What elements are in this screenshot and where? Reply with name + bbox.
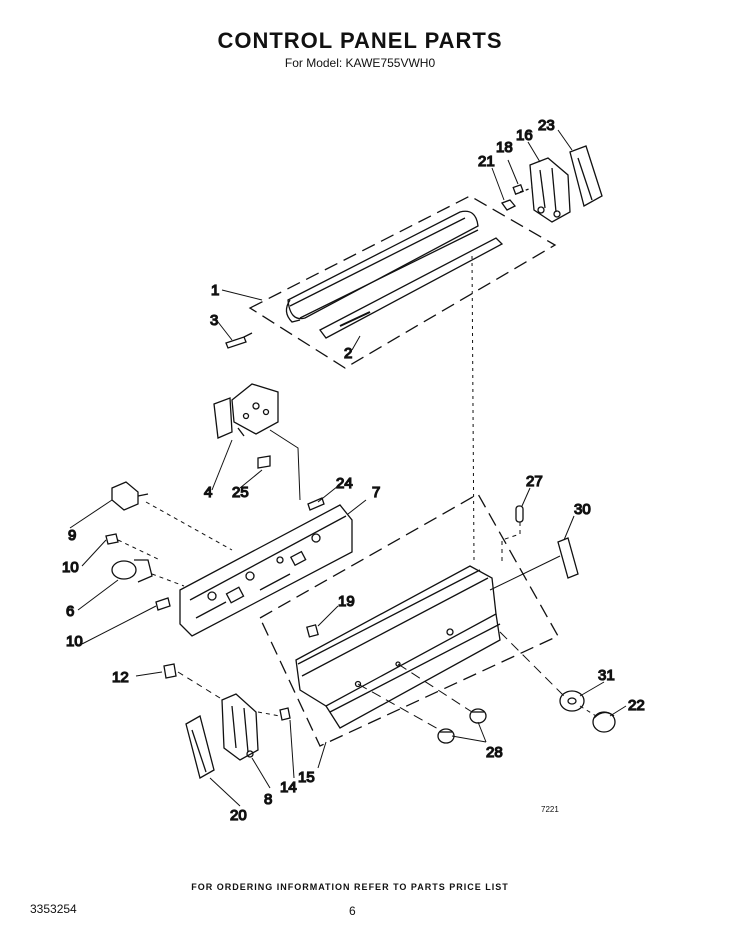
- figure-code: 7221: [541, 805, 559, 814]
- leader-lines: [69, 129, 627, 807]
- callout-15: 15: [298, 769, 315, 786]
- callout-10a: 10: [62, 559, 79, 576]
- screw-part-14: [279, 707, 291, 721]
- left-endcap-20: [185, 715, 215, 779]
- right-endcap: [569, 145, 603, 207]
- callout-9: 9: [68, 527, 76, 544]
- callout-2: 2: [344, 345, 352, 362]
- callout-6: 6: [66, 603, 74, 620]
- knob-part-28a: [469, 708, 487, 724]
- callout-7: 7: [372, 484, 380, 501]
- left-endcap-bracket-8: [221, 693, 259, 761]
- callout-14: 14: [280, 779, 297, 796]
- clip-part-27: [515, 505, 524, 523]
- callout-19: 19: [338, 593, 355, 610]
- callout-10b: 10: [66, 633, 83, 650]
- callout-23: 23: [538, 117, 555, 134]
- model-subtitle: For Model: KAWE755VWH0: [284, 56, 436, 70]
- callout-31: 31: [598, 667, 615, 684]
- screw-part-24: [307, 497, 325, 511]
- screw-part-10b: [155, 597, 171, 611]
- page-title: CONTROL PANEL PARTS: [217, 28, 503, 53]
- callout-30: 30: [574, 501, 591, 518]
- vertical-dashed-connector: [471, 255, 475, 561]
- clip-part-18: [512, 183, 524, 195]
- callout-12: 12: [112, 669, 129, 686]
- timer-part-4: [213, 383, 279, 439]
- nut-part-21: [500, 199, 517, 211]
- upper-dashed-outline: [248, 195, 557, 369]
- screw-part-3: [225, 332, 253, 349]
- callout-8: 8: [264, 791, 272, 808]
- console-part: [285, 210, 479, 323]
- right-endcap-bracket: [529, 157, 571, 223]
- clip-part-12: [163, 663, 177, 679]
- knob-part-28b: [437, 728, 455, 744]
- callout-1: 1: [211, 282, 219, 299]
- document-number: 3353254: [30, 902, 77, 916]
- clip-part-19: [306, 624, 319, 638]
- callout-16: 16: [516, 127, 533, 144]
- screw-part-10a: [105, 533, 119, 545]
- screw-part-25: [257, 455, 271, 469]
- control-hood-part-15: [295, 565, 501, 729]
- strip-part-30: [557, 537, 579, 579]
- page-number: 6: [349, 904, 356, 918]
- callout-25: 25: [232, 484, 249, 501]
- callout-3: 3: [210, 312, 218, 329]
- control-strip-part: [319, 237, 504, 339]
- ordering-footer-note: FOR ORDERING INFORMATION REFER TO PARTS …: [191, 882, 509, 892]
- callout-21: 21: [478, 153, 495, 170]
- callout-22: 22: [628, 697, 645, 714]
- switch-part-6: [111, 559, 153, 583]
- callout-28: 28: [486, 744, 503, 761]
- callout-20: 20: [230, 807, 247, 824]
- bearing-part-31: [559, 690, 585, 712]
- switch-part-9: [111, 481, 149, 511]
- callout-27: 27: [526, 473, 543, 490]
- callout-4: 4: [204, 484, 212, 501]
- callout-18: 18: [496, 139, 513, 156]
- callout-24: 24: [336, 475, 353, 492]
- control-panel-part-7: [179, 504, 353, 637]
- lower-dashed-outline: [259, 493, 559, 747]
